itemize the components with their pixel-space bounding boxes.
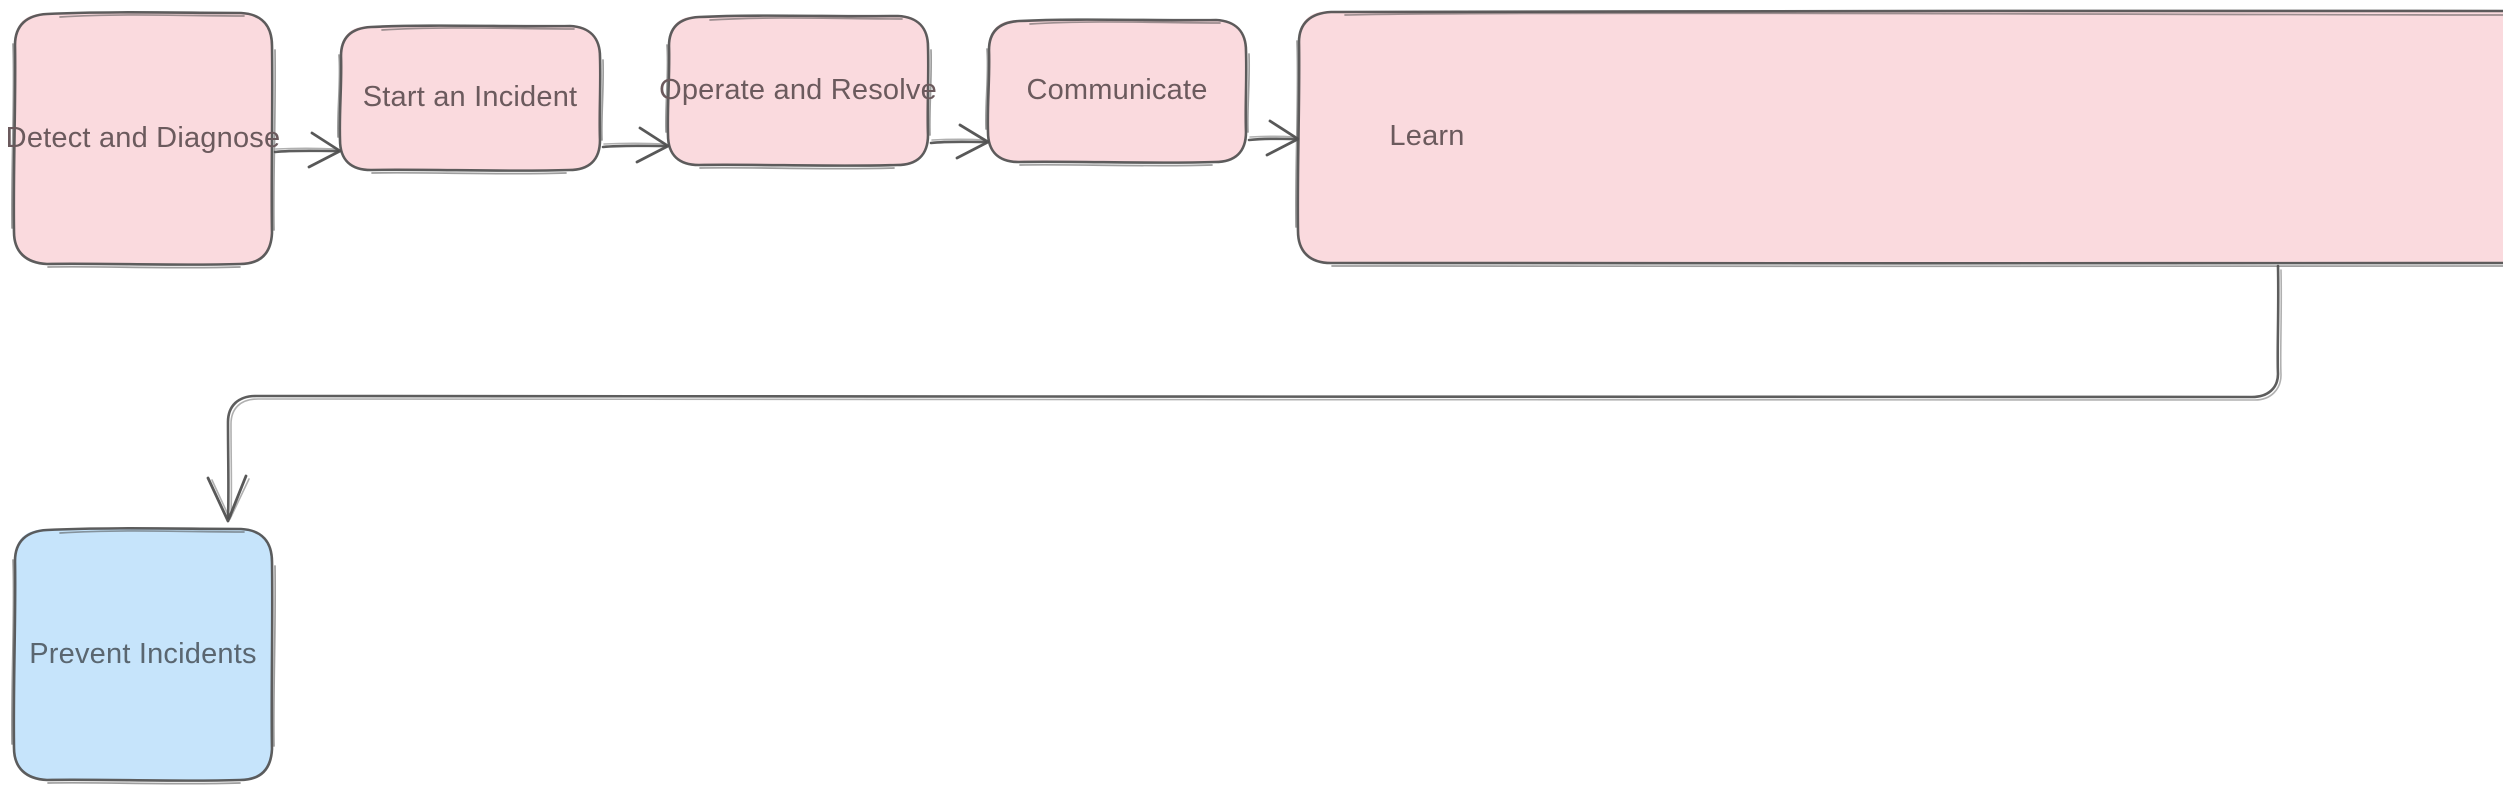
node-operate-and-resolve-fill xyxy=(668,15,928,165)
node-detect-and-diagnose-sketch-overlay xyxy=(10,14,277,269)
node-communicate[interactable] xyxy=(984,18,1251,167)
node-prevent-incidents-sketch-overlay xyxy=(10,530,277,785)
node-communicate-outline xyxy=(986,18,1248,165)
node-start-an-incident[interactable] xyxy=(336,24,605,175)
edge-operate-to-communicate-line xyxy=(929,140,988,145)
edge-communicate-to-learn-arrowhead xyxy=(1265,119,1300,157)
node-operate-and-resolve-hit[interactable] xyxy=(668,15,928,165)
edge-detect-to-start-arrowhead xyxy=(307,131,342,169)
edge-learn-to-prevent-incidents-arrowhead xyxy=(206,474,248,523)
edge-start-to-operate-line xyxy=(601,144,668,149)
edge-start-to-operate-arrowhead xyxy=(635,126,670,164)
edge-start-to-operate-line-ghost xyxy=(603,142,665,145)
node-detect-and-diagnose-hit[interactable] xyxy=(14,12,272,264)
edge-learn-to-prevent-incidents-line xyxy=(226,264,2280,520)
node-learn-fill xyxy=(1298,10,2503,263)
node-operate-and-resolve[interactable] xyxy=(664,14,933,170)
edge-detect-to-start-line xyxy=(273,149,340,154)
node-start-an-incident-fill xyxy=(340,25,600,170)
node-detect-and-diagnose[interactable] xyxy=(10,11,277,269)
node-prevent-incidents[interactable] xyxy=(10,527,277,785)
edge-detect-to-start xyxy=(273,131,342,169)
node-communicate-sketch-overlay xyxy=(984,21,1251,167)
node-detect-and-diagnose-fill xyxy=(14,12,272,264)
node-start-an-incident-outline xyxy=(338,24,602,173)
edge-operate-to-communicate xyxy=(929,123,990,160)
node-prevent-incidents-outline xyxy=(12,527,274,782)
edge-communicate-to-learn-line-ghost xyxy=(1249,135,1295,138)
edge-operate-to-communicate-arrowhead xyxy=(955,123,990,160)
node-prevent-incidents-hit[interactable] xyxy=(14,528,272,780)
node-operate-and-resolve-sketch-overlay xyxy=(664,17,933,170)
node-learn-hit[interactable] xyxy=(1298,10,2503,263)
node-communicate-fill xyxy=(988,19,1246,162)
edge-start-to-operate xyxy=(601,126,670,164)
edge-operate-to-communicate-line-ghost xyxy=(931,138,985,141)
edge-learn-to-prevent-incidents-line-ghost xyxy=(230,269,2283,517)
edge-detect-to-start-line-ghost xyxy=(275,147,337,150)
node-detect-and-diagnose-outline xyxy=(12,11,274,266)
node-communicate-hit[interactable] xyxy=(988,19,1246,162)
edge-learn-to-prevent-incidents-arrowhead-ghost xyxy=(211,478,250,520)
node-learn[interactable] xyxy=(1294,9,2503,268)
node-learn-sketch-overlay xyxy=(1294,12,2503,268)
node-operate-and-resolve-outline xyxy=(666,14,930,168)
edge-communicate-to-learn-line xyxy=(1247,137,1298,142)
node-prevent-incidents-fill xyxy=(14,528,272,780)
edge-learn-to-prevent-incidents xyxy=(206,264,2283,523)
node-learn-outline xyxy=(1296,9,2503,266)
edge-communicate-to-learn xyxy=(1247,119,1300,157)
node-start-an-incident-sketch-overlay xyxy=(336,27,605,175)
node-start-an-incident-hit[interactable] xyxy=(340,25,600,170)
